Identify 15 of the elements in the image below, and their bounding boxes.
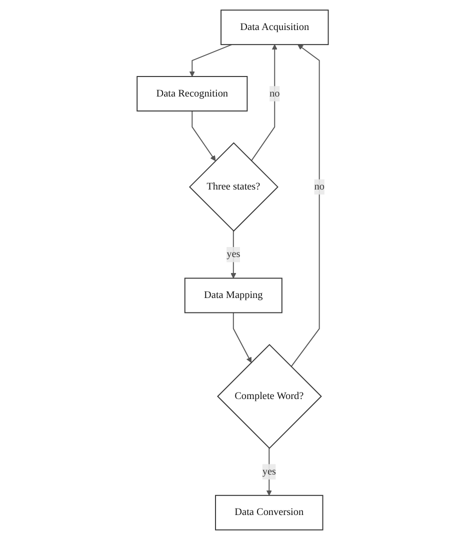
node-box: Data Mapping [184,277,282,313]
edge-label: no [314,180,324,192]
arrow [232,312,252,362]
arrow [290,44,320,367]
edge-label: yes [262,466,276,476]
arrow [189,44,232,76]
arrow [250,44,278,161]
node-diamond: Complete Word? [216,343,322,448]
edge-label: yes [226,248,240,260]
arrow [191,110,216,161]
node-diamond: Three states? [188,142,278,232]
node-box: Data Acquisition [220,9,329,45]
node-box: Data Conversion [214,494,324,530]
edge-label: no [269,87,280,98]
node-box: Data Recognition [136,76,248,111]
